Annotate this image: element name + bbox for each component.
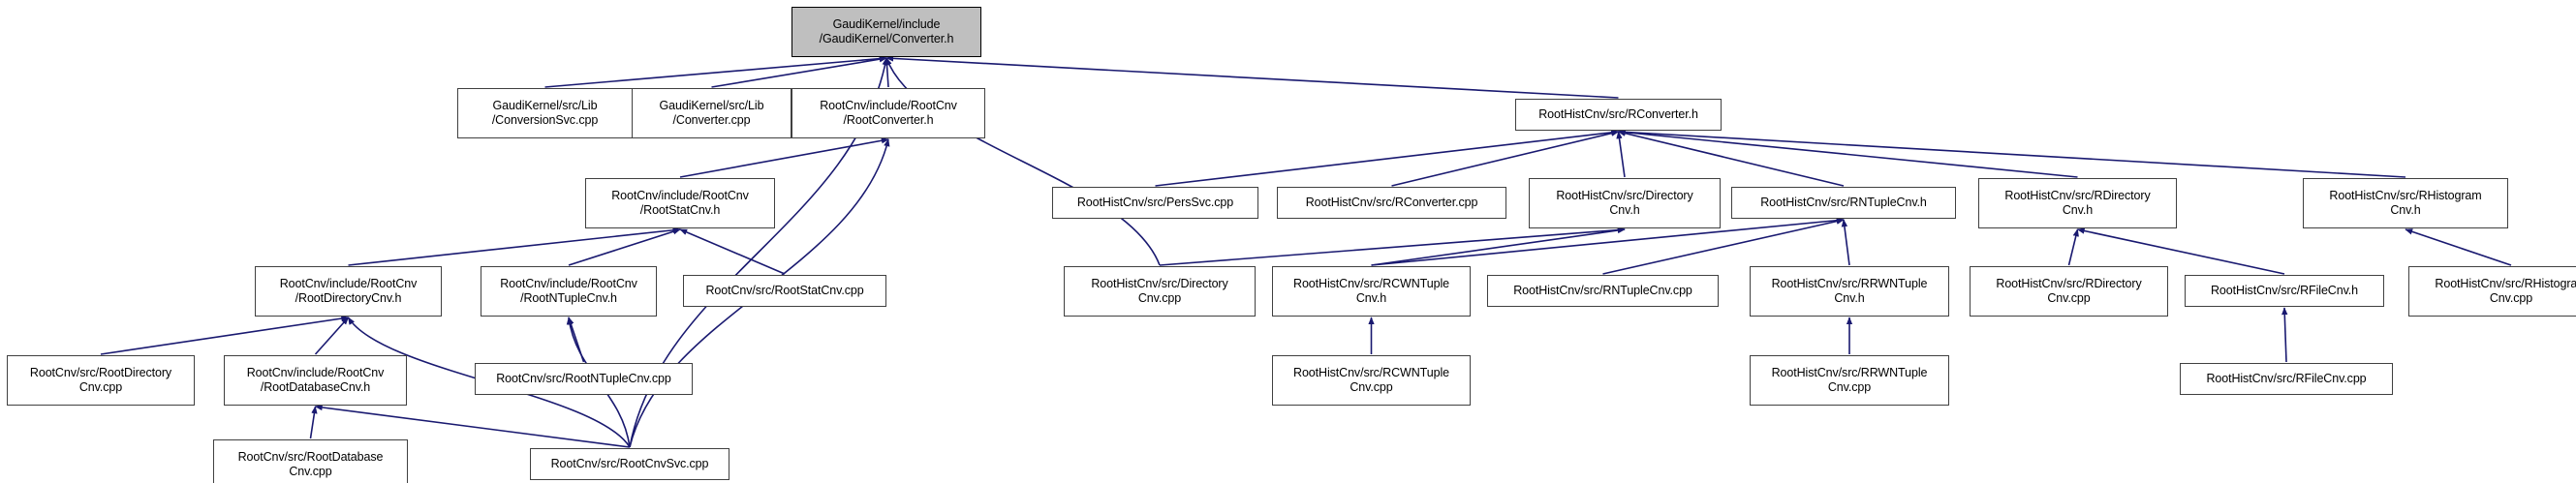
graph-node-rootdatabasecnv_cpp[interactable]: RootCnv/src/RootDatabase Cnv.cpp — [213, 439, 408, 483]
graph-node-rootdirectorycnv_cpp[interactable]: RootCnv/src/RootDirectory Cnv.cpp — [7, 355, 195, 406]
graph-node-rconverter_h[interactable]: RootHistCnv/src/RConverter.h — [1515, 99, 1722, 131]
graph-edge-rconverter_h-to-converter_h — [885, 55, 1619, 99]
graph-node-rntuplecnv_cpp[interactable]: RootHistCnv/src/RNTupleCnv.cpp — [1487, 275, 1719, 307]
graph-node-rdirectorycnv_cpp[interactable]: RootHistCnv/src/RDirectory Cnv.cpp — [1970, 266, 2168, 317]
graph-node-rcwntuplecnv_cpp[interactable]: RootHistCnv/src/RCWNTuple Cnv.cpp — [1272, 355, 1471, 406]
graph-node-converter_cpp[interactable]: GaudiKernel/src/Lib /Converter.cpp — [632, 88, 791, 138]
graph-node-rntuplecnv_h[interactable]: RootHistCnv/src/RNTupleCnv.h — [1731, 187, 1956, 219]
graph-edge-directorycnv_cpp-to-directorycnv_h — [1159, 226, 1626, 266]
graph-node-rhistogramcnv_h[interactable]: RootHistCnv/src/RHistogram Cnv.h — [2303, 178, 2508, 228]
graph-node-rrwntuplecnv_cpp[interactable]: RootHistCnv/src/RRWNTuple Cnv.cpp — [1750, 355, 1949, 406]
graph-node-rrwntuplecnv_h[interactable]: RootHistCnv/src/RRWNTuple Cnv.h — [1750, 266, 1949, 317]
graph-edge-directorycnv_h-to-rconverter_h — [1616, 131, 1626, 178]
graph-node-converter_h[interactable]: GaudiKernel/include /GaudiKernel/Convert… — [791, 7, 981, 57]
graph-edge-rhistogramcnv_h-to-rconverter_h — [1617, 129, 2406, 178]
graph-edge-rfilecnv_cpp-to-rfilecnv_h — [2281, 307, 2288, 363]
graph-node-rootdatabasecnv_h[interactable]: RootCnv/include/RootCnv /RootDatabaseCnv… — [224, 355, 407, 406]
graph-node-directorycnv_h[interactable]: RootHistCnv/src/Directory Cnv.h — [1529, 178, 1721, 228]
graph-edge-rcwntuplecnv_h-to-directorycnv_h — [1371, 226, 1626, 266]
graph-edge-rootntuplecnv_h-to-rootstatcnv_h — [568, 228, 681, 266]
graph-node-rfilecnv_cpp[interactable]: RootHistCnv/src/RFileCnv.cpp — [2180, 363, 2393, 395]
graph-node-rhistogramcnv_cpp[interactable]: RootHistCnv/src/RHistogram Cnv.cpp — [2408, 266, 2576, 317]
graph-node-rcwntuplecnv_h[interactable]: RootHistCnv/src/RCWNTuple Cnv.h — [1272, 266, 1471, 317]
graph-edge-rhistogramcnv_cpp-to-rhistogramcnv_h — [2405, 228, 2512, 266]
graph-node-rootdirectorycnv_h[interactable]: RootCnv/include/RootCnv /RootDirectoryCn… — [255, 266, 442, 317]
graph-edge-rrwntuplecnv_h-to-rntuplecnv_h — [1841, 219, 1850, 266]
graph-edge-rootdirectorycnv_cpp-to-rootdirectorycnv_h — [100, 315, 350, 355]
graph-edge-conversionsvc_cpp-to-converter_h — [544, 55, 887, 88]
graph-edge-rdirectorycnv_cpp-to-rdirectorycnv_h — [2067, 228, 2079, 266]
graph-edge-rootdatabasecnv_cpp-to-rootdatabasecnv_h — [309, 406, 318, 439]
graph-node-rdirectorycnv_h[interactable]: RootHistCnv/src/RDirectory Cnv.h — [1978, 178, 2177, 228]
graph-node-rootstatcnv_h[interactable]: RootCnv/include/RootCnv /RootStatCnv.h — [585, 178, 775, 228]
graph-node-directorycnv_cpp[interactable]: RootHistCnv/src/Directory Cnv.cpp — [1064, 266, 1256, 317]
graph-edge-converter_cpp-to-converter_h — [711, 56, 887, 88]
graph-edge-rootstatcnv_cpp-to-rootstatcnv_h — [679, 228, 786, 275]
graph-node-rfilecnv_h[interactable]: RootHistCnv/src/RFileCnv.h — [2185, 275, 2384, 307]
graph-edge-rdirectorycnv_h-to-rconverter_h — [1617, 129, 2078, 178]
graph-node-rootstatcnv_cpp[interactable]: RootCnv/src/RootStatCnv.cpp — [683, 275, 886, 307]
graph-edge-rootdirectorycnv_h-to-rootstatcnv_h — [348, 226, 681, 266]
graph-edge-rootdatabasecnv_h-to-rootdirectorycnv_h — [314, 317, 350, 355]
graph-edge-rootstatcnv_h-to-rootconverter_h — [679, 137, 889, 178]
graph-node-perssvc_cpp[interactable]: RootHistCnv/src/PersSvc.cpp — [1052, 187, 1258, 219]
graph-node-rootcnvsvc_cpp[interactable]: RootCnv/src/RootCnvSvc.cpp — [530, 448, 729, 480]
graph-node-rconverter_cpp[interactable]: RootHistCnv/src/RConverter.cpp — [1277, 187, 1506, 219]
graph-node-rootntuplecnv_h[interactable]: RootCnv/include/RootCnv /RootNTupleCnv.h — [481, 266, 657, 317]
graph-node-rootconverter_h[interactable]: RootCnv/include/RootCnv /RootConverter.h — [791, 88, 985, 138]
graph-edge-rootntuplecnv_cpp-to-rootntuplecnv_h — [568, 317, 585, 363]
graph-edge-rootconverter_h-to-converter_h — [884, 57, 890, 88]
graph-node-conversionsvc_cpp[interactable]: GaudiKernel/src/Lib /ConversionSvc.cpp — [457, 88, 633, 138]
graph-node-rootntuplecnv_cpp[interactable]: RootCnv/src/RootNTupleCnv.cpp — [475, 363, 693, 395]
